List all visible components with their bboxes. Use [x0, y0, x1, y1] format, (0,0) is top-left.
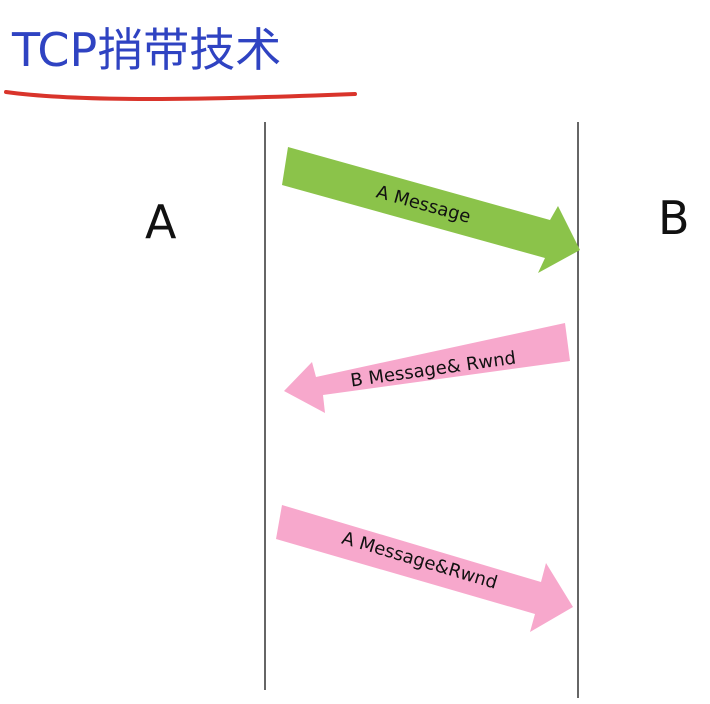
slide-title: TCP捎带技术	[12, 23, 282, 77]
arrow-a-message-rwnd: A Message&Rwnd	[276, 505, 573, 632]
arrow-shape	[276, 505, 573, 632]
arrow-shape	[284, 323, 570, 413]
arrow-b-message-rwnd: B Message& Rwnd	[284, 323, 570, 413]
title-underline	[4, 90, 357, 101]
node-a-label: A	[145, 195, 177, 249]
arrow-a-message: A Message	[282, 147, 580, 273]
node-b-label: B	[658, 191, 690, 245]
arrow-shape	[282, 147, 580, 273]
